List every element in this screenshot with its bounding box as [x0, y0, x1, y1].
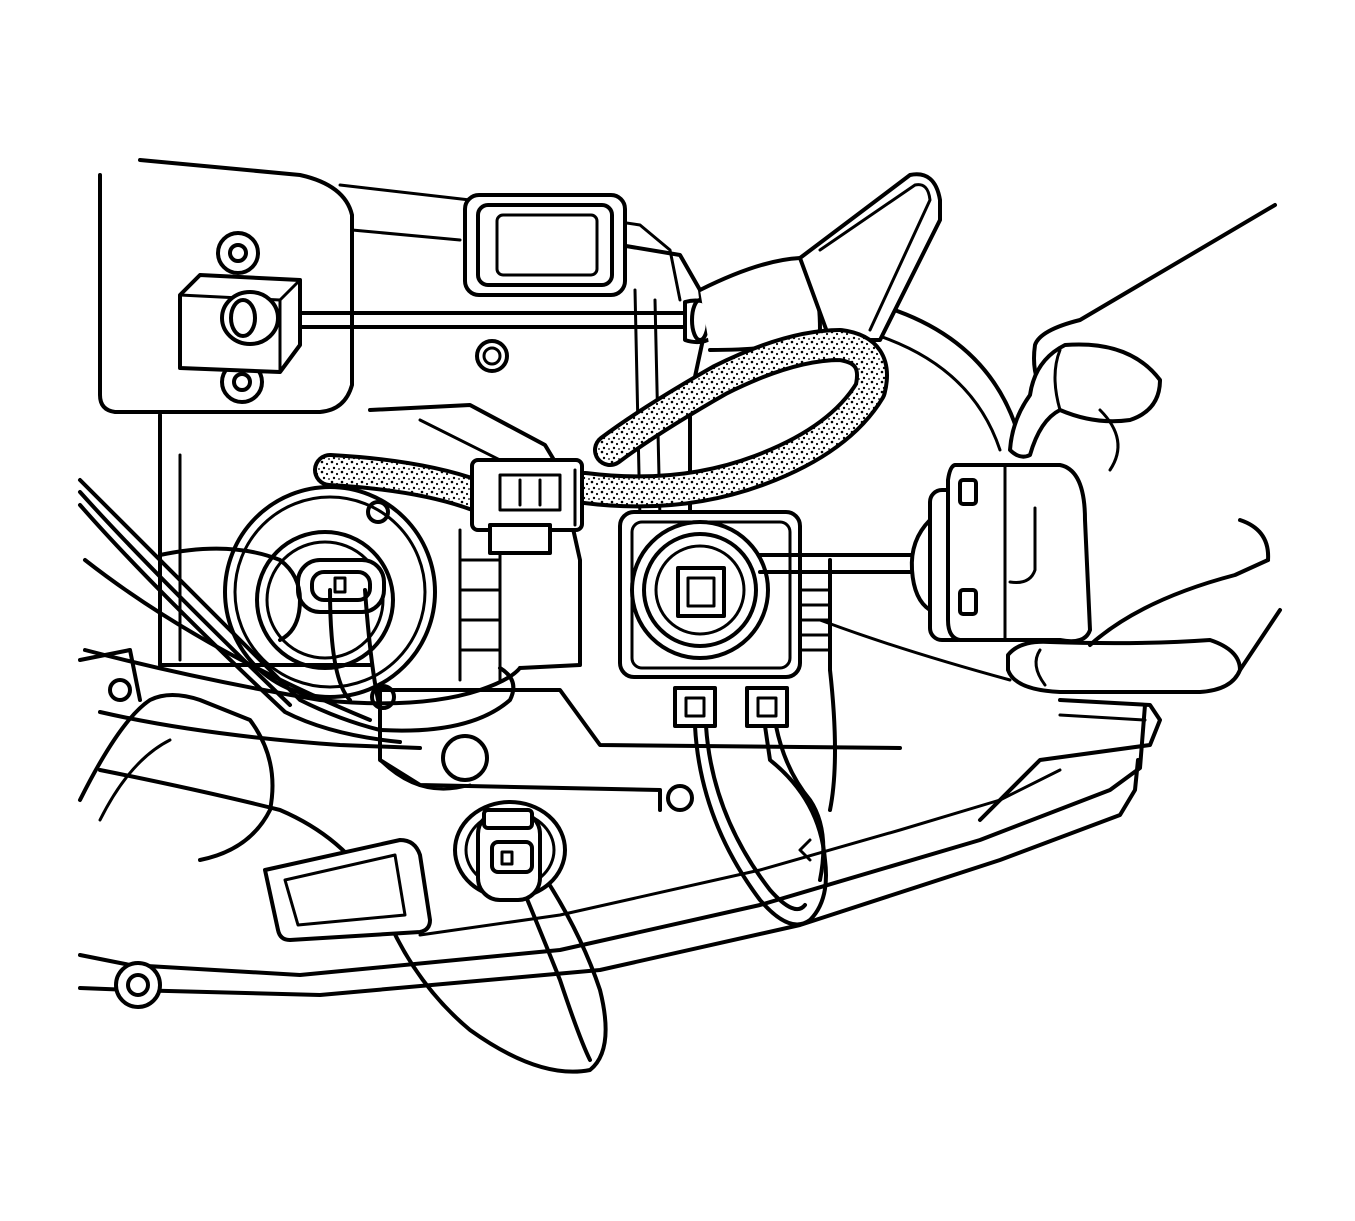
inline-connector [470, 458, 584, 555]
adjuster-bracket [178, 231, 302, 404]
hand [1006, 203, 1282, 694]
lower-housing [78, 648, 608, 1074]
side-marker-socket [453, 800, 567, 902]
wire-loom [313, 328, 889, 512]
hid-bulb [909, 463, 1092, 644]
access-port [463, 193, 627, 297]
housing-fin [798, 172, 942, 342]
lens-bezel [78, 698, 1162, 1009]
harness-wires [78, 478, 522, 750]
hid-bulb-socket [618, 510, 932, 728]
